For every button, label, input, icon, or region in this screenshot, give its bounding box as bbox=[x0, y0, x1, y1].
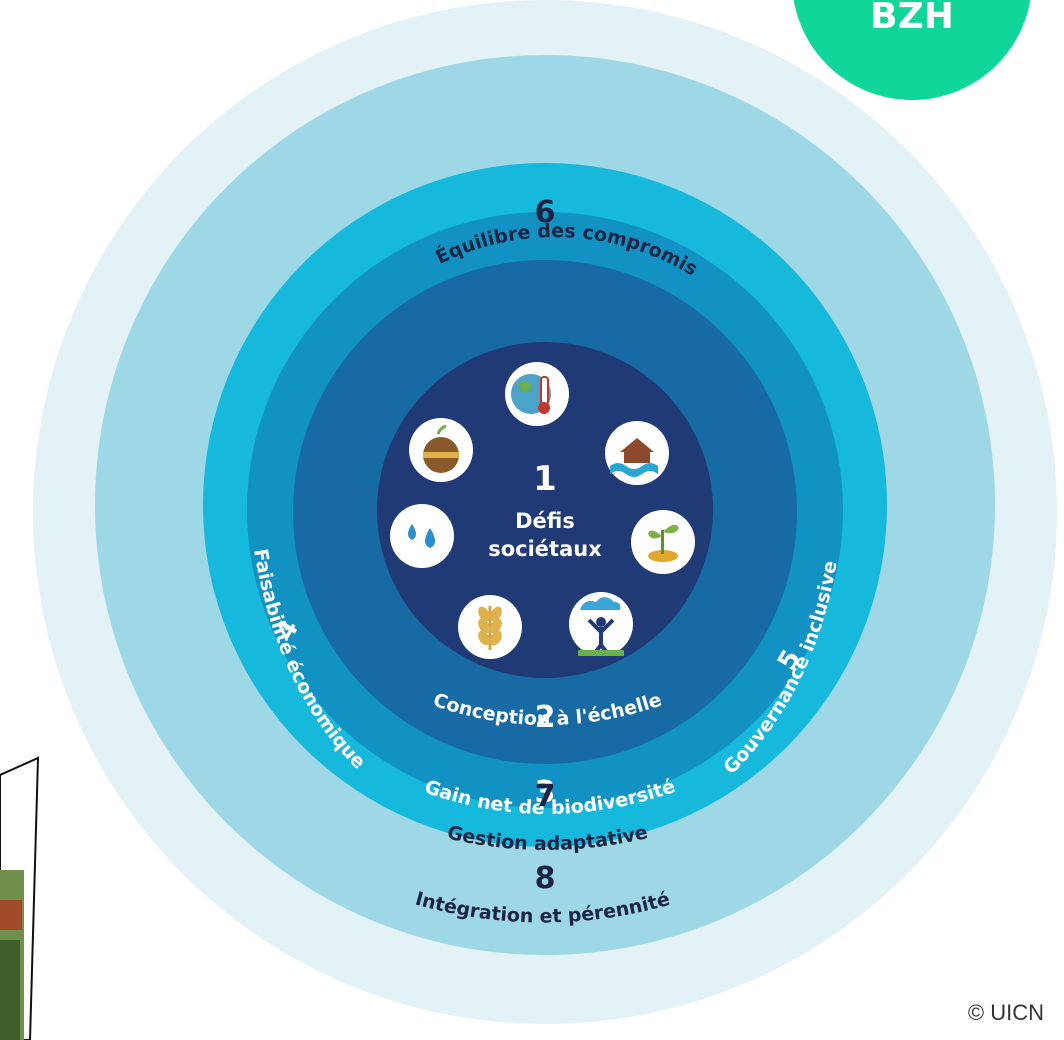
wheat-icon bbox=[458, 595, 522, 659]
criterion-2-number: 2 bbox=[535, 700, 556, 735]
bzh-badge-label: BZH bbox=[870, 0, 954, 37]
center-number: 1 bbox=[533, 459, 557, 499]
copyright-credit: © UICN bbox=[967, 1000, 1044, 1025]
criterion-3-number: 3 bbox=[535, 775, 556, 810]
person-rain-icon bbox=[569, 592, 633, 656]
center-line1: Défis bbox=[515, 509, 575, 533]
globe-thermometer-icon bbox=[505, 362, 569, 426]
criterion-8-number: 8 bbox=[535, 861, 556, 896]
bzh-badge: BZH bbox=[793, 0, 1031, 100]
center-line2: sociétaux bbox=[488, 537, 602, 561]
water-drops-icon bbox=[390, 504, 454, 568]
soil-acorn-icon bbox=[409, 418, 473, 482]
photo-card bbox=[0, 756, 40, 1040]
criterion-7-number: 7 bbox=[535, 779, 556, 814]
flooded-house-icon bbox=[605, 421, 669, 485]
criterion-6-number: 6 bbox=[535, 195, 556, 230]
plant-coin-icon bbox=[631, 510, 695, 574]
